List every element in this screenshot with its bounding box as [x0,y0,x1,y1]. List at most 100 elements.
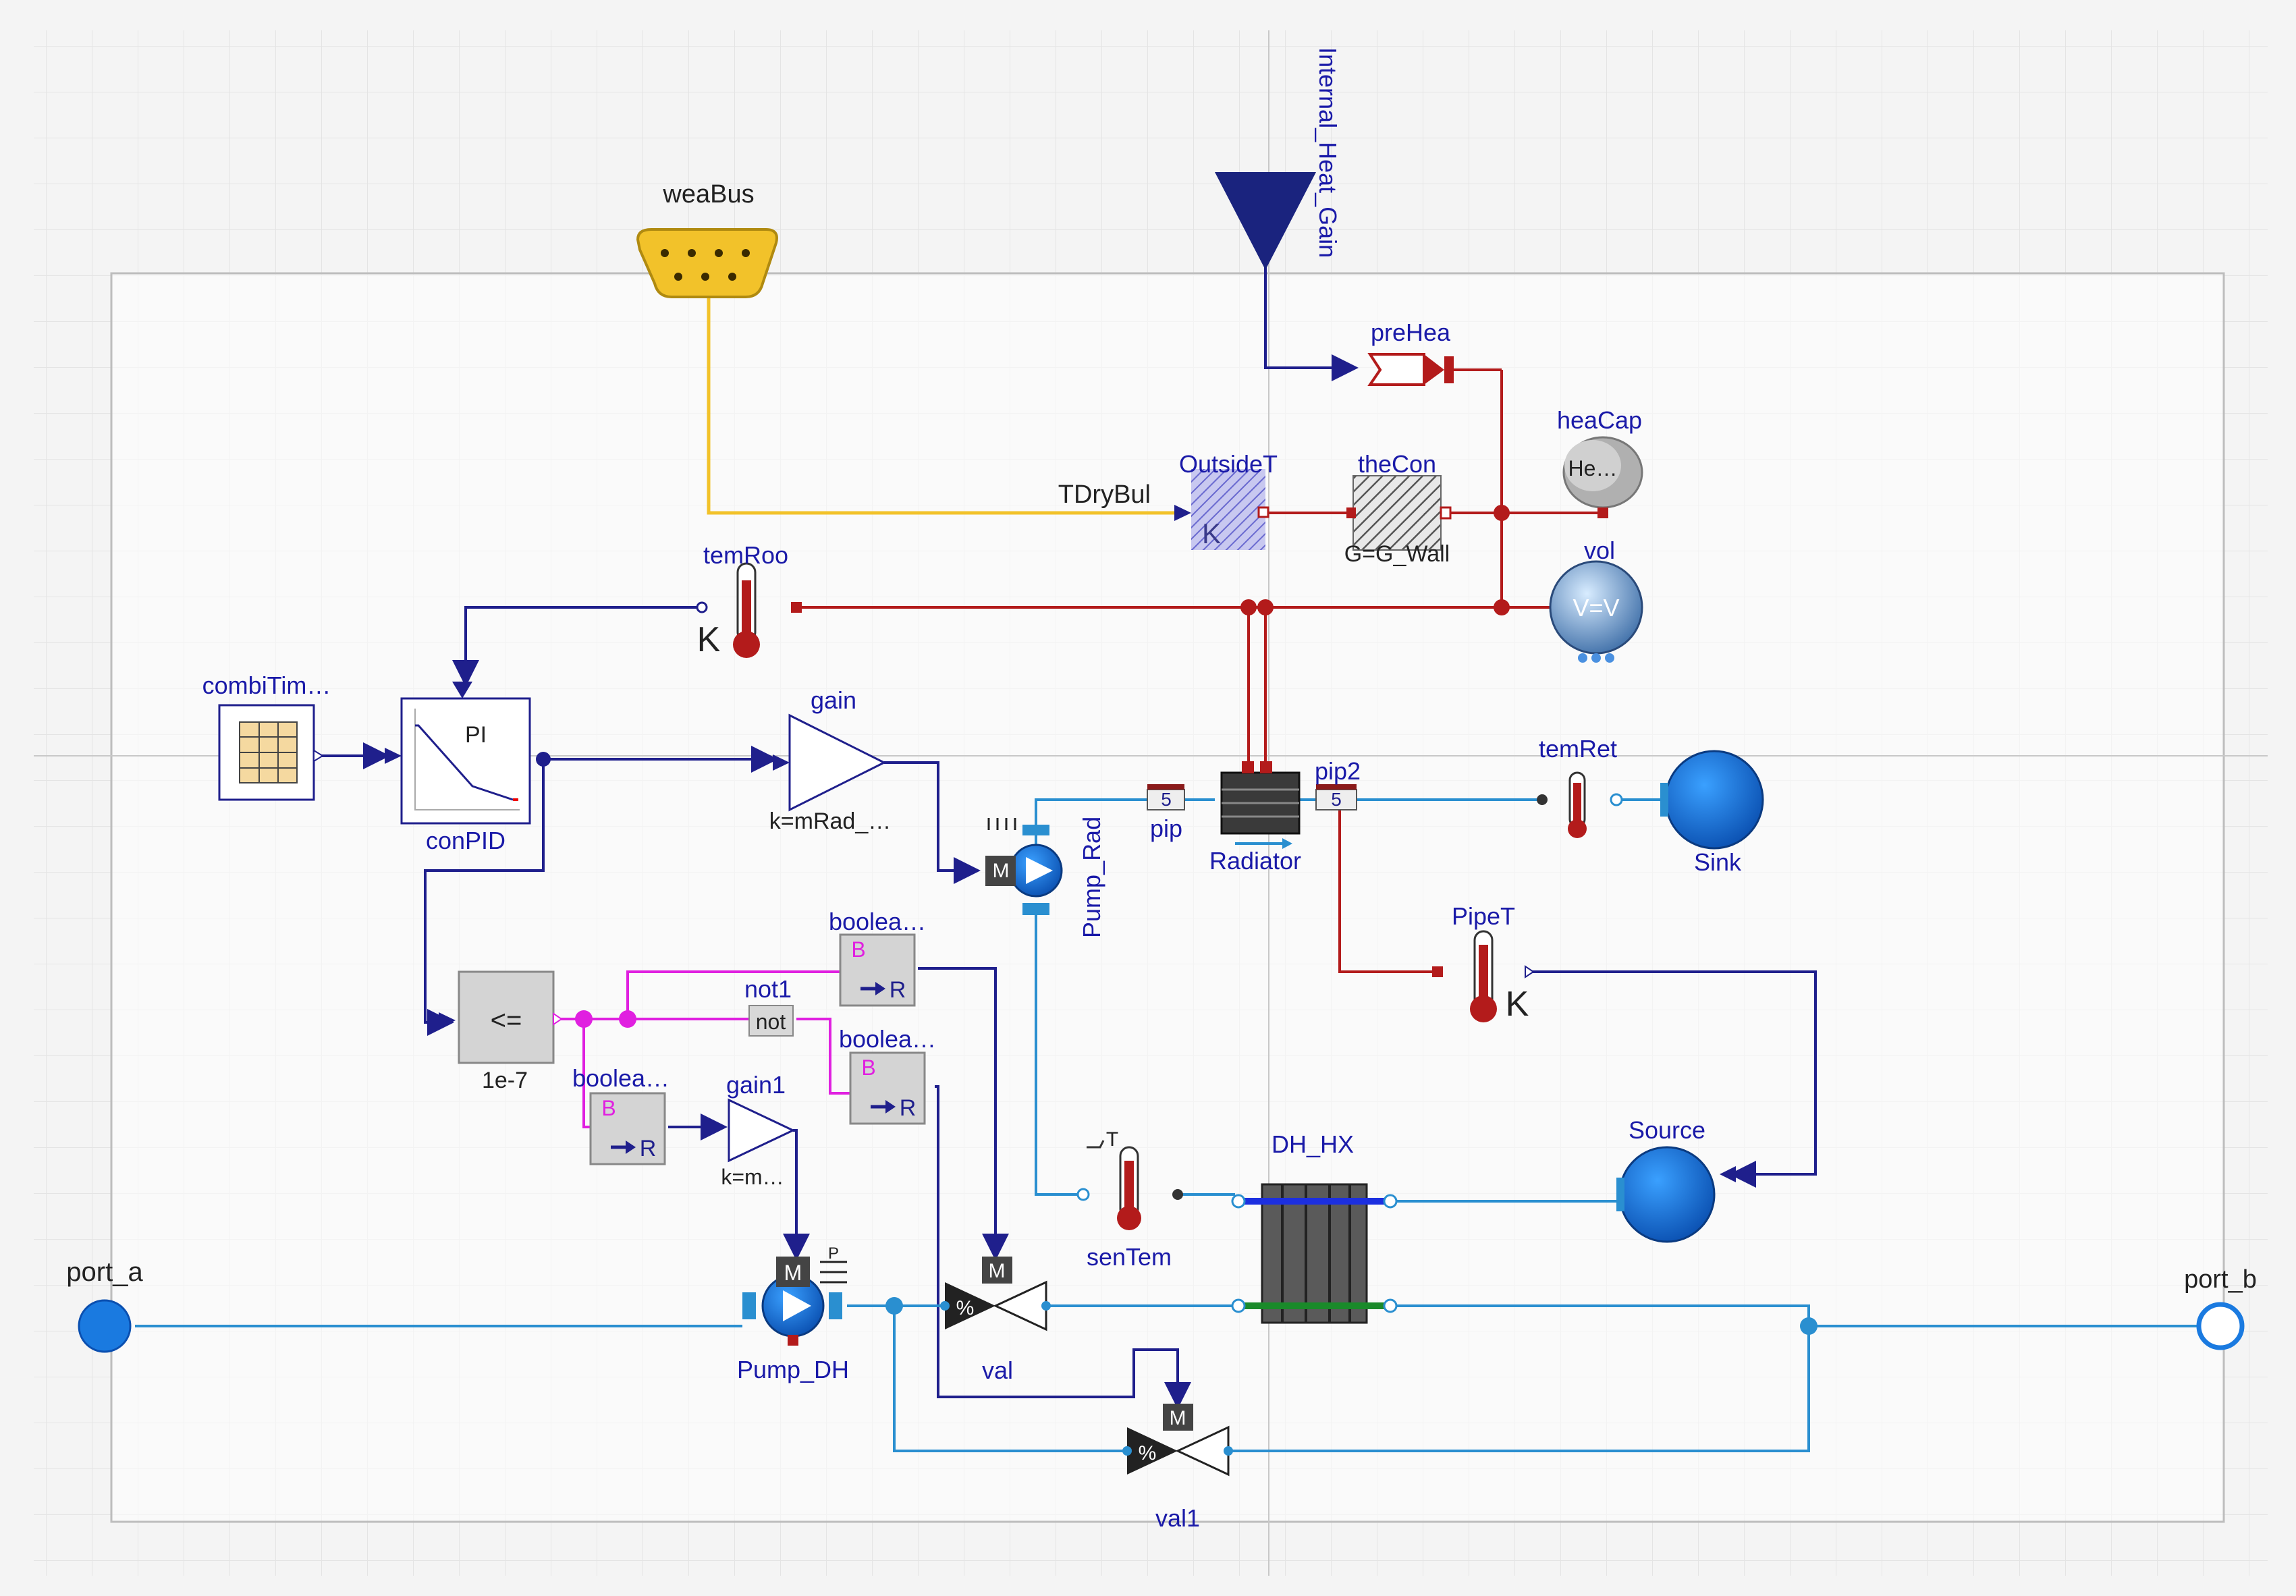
val-motor: M [989,1260,1006,1282]
supply-temperature-sensor[interactable] [1076,1140,1183,1230]
gain1-block[interactable] [728,1098,796,1163]
port-a[interactable] [78,1299,132,1353]
prescribed-heat-flow[interactable] [1367,353,1454,386]
pump-rad-motor: M [993,860,1010,882]
pump-rad-label: Pump_Rad [1078,817,1105,938]
internal-heat-gain-label: Internal_Heat_Gain [1314,47,1342,258]
heat-junctions [1240,505,1510,615]
boolean-to-real-2[interactable] [849,1051,926,1125]
pip2-mark: 5 [1331,789,1342,810]
less-equal-threshold-block[interactable] [439,970,563,1064]
gain-block[interactable] [773,713,887,812]
val-percent: % [956,1297,975,1319]
pipe-temperature-sensor[interactable] [1432,930,1535,1022]
sink-boundary[interactable] [1660,750,1764,850]
boolea1-r: R [890,977,906,1003]
boolea1-b: B [851,937,865,962]
control-valve-val1[interactable] [1122,1404,1233,1477]
port-a-label: port_a [66,1257,143,1287]
weather-connection[interactable] [707,297,1174,515]
boolea2-label: boolea… [839,1025,936,1053]
boolea1-label: boolea… [829,908,926,935]
gain-label: gain [811,686,856,714]
boolean-to-real-3[interactable] [589,1092,666,1165]
pipeT-unit: K [1506,985,1529,1024]
boolea2-b: B [861,1055,875,1080]
compare-operator: <= [491,1006,522,1035]
not-inner-label: not [756,1010,786,1034]
not1-label: not1 [744,975,792,1003]
pip-label: pip [1150,815,1182,842]
district-heating-heat-exchanger[interactable] [1231,1183,1398,1324]
temRet-label: temRet [1539,735,1617,763]
compare-threshold: 1e-7 [482,1068,528,1093]
dh-hx-label: DH_HX [1272,1130,1354,1158]
outside-temperature-source[interactable] [1174,469,1269,550]
internal-heat-gain-input[interactable] [1215,172,1316,270]
val1-percent: % [1139,1442,1157,1464]
gain1-label: gain1 [726,1071,786,1099]
port-b[interactable] [2196,1302,2245,1350]
room-temperature-sensor[interactable] [696,562,802,658]
tDryBul-label: TDryBul [1058,480,1151,509]
weather-bus-label: weaBus [662,180,754,209]
temRoo-label: temRoo [703,541,788,569]
thermal-conductor[interactable] [1346,475,1452,551]
pump-dh-label: Pump_DH [737,1356,849,1383]
boolea3-r: R [640,1136,657,1161]
district-heating-pump[interactable] [742,1257,847,1346]
control-valve-val[interactable] [940,1257,1051,1331]
pipeT-label: PipeT [1452,902,1515,930]
heaCap-inner-label: He… [1568,456,1618,480]
sink-label: Sink [1694,848,1742,876]
pump-dh-P: P [828,1244,839,1263]
pump-dh-motor: M [784,1261,802,1285]
weather-bus[interactable] [636,228,778,298]
pip2-label: pip2 [1315,757,1361,785]
pip-mark: 5 [1161,789,1172,810]
model-boundary [110,272,2225,1523]
boolean-to-real-1[interactable] [839,933,916,1007]
radiator-pump[interactable] [985,818,1063,915]
theCon-label: theCon [1358,450,1436,478]
gain1-parameter: k=m… [721,1165,784,1189]
source-label: Source [1629,1116,1705,1144]
heaCap-label: heaCap [1557,406,1642,434]
vol-label: vol [1584,536,1615,564]
outsideT-label: OutsideT [1179,450,1278,478]
heat-capacitor[interactable] [1562,436,1643,518]
val1-motor: M [1170,1407,1186,1429]
conPID-label: conPID [426,827,505,854]
boolea3-label: boolea… [572,1064,669,1092]
outsideT-unit: K [1202,518,1221,549]
senTem-label: senTem [1087,1243,1172,1271]
pi-controller[interactable] [385,682,531,825]
signal-junction [536,752,551,767]
fluid-junctions [885,1297,1817,1335]
boolea2-r: R [900,1095,917,1121]
return-temperature-sensor[interactable] [1537,771,1623,838]
radiator-label: Radiator [1209,847,1301,875]
not-block[interactable] [748,1005,794,1037]
temRoo-unit: K [697,620,721,659]
combiTim-label: combiTim… [202,671,331,699]
boolea3-b: B [601,1096,616,1120]
theCon-parameter: G=G_Wall [1344,541,1450,567]
heat-connections[interactable] [796,368,1603,973]
signal-connections[interactable] [310,196,1817,1409]
room-volume[interactable] [1549,560,1643,663]
conPID-inner-label: PI [465,722,487,748]
pipe-pip[interactable] [1147,784,1185,810]
senTem-T: T [1106,1128,1118,1151]
port-b-label: port_b [2184,1265,2257,1294]
val1-label: val1 [1155,1504,1200,1532]
fluid-connections[interactable] [135,798,2220,1452]
pipe-pip2[interactable] [1315,784,1357,810]
boolean-junctions [575,1010,636,1028]
preHea-label: preHea [1371,319,1451,346]
source-boundary[interactable] [1616,1146,1736,1243]
combi-time-table[interactable] [218,704,324,801]
val-label: val [982,1356,1013,1384]
radiator[interactable] [1220,761,1301,849]
